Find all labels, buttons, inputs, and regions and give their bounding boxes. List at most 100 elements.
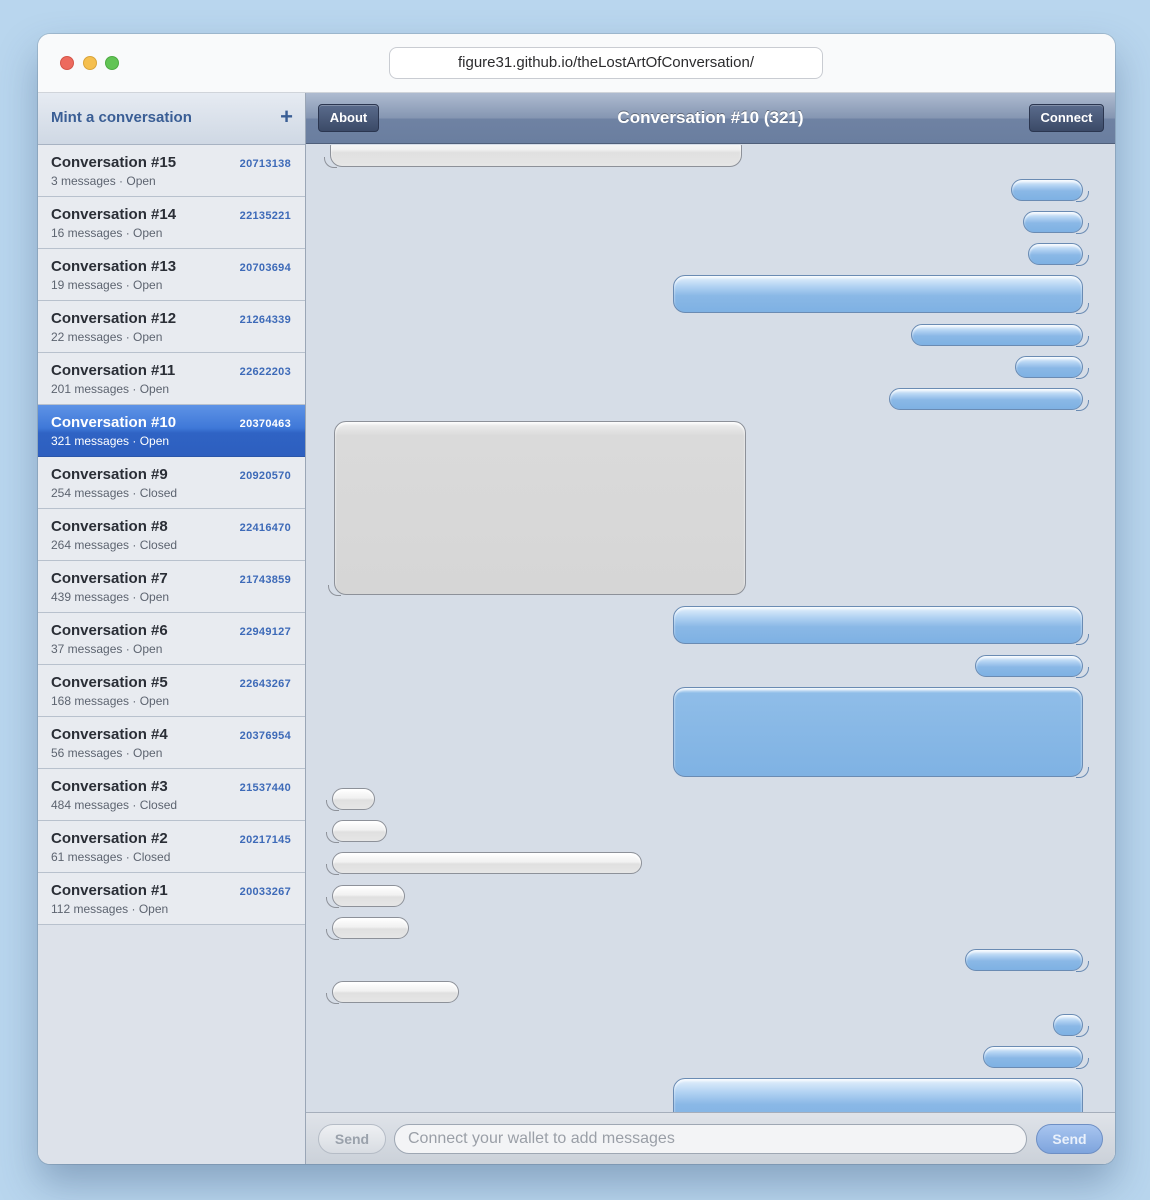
conversation-name: Conversation #8 — [51, 518, 168, 535]
conversation-meta: 56 messages · Open — [51, 746, 163, 760]
conversation-name: Conversation #11 — [51, 362, 176, 379]
mint-conversation-title[interactable]: Mint a conversation — [51, 109, 192, 126]
conversation-meta: 112 messages · Open — [51, 902, 169, 916]
message-input[interactable] — [394, 1124, 1027, 1154]
plus-icon[interactable]: + — [280, 104, 293, 129]
conversation-meta: 439 messages · Open — [51, 590, 170, 604]
conversation-meta: 201 messages · Open — [51, 382, 170, 396]
conversation-name: Conversation #13 — [51, 258, 177, 275]
conversation-list-item[interactable]: Conversation #7 439 messages · Open 217438… — [38, 561, 305, 613]
conversation-list: Conversation #15 3 messages · Open 2071313… — [38, 145, 305, 925]
conversation-token-id: 22949127 — [239, 626, 291, 638]
sent-message-bubble — [965, 949, 1089, 972]
sent-message-bubble — [673, 606, 1089, 645]
conversation-list-item[interactable]: Conversation #13 19 messages · Open 207036… — [38, 249, 305, 301]
about-button[interactable]: About — [318, 104, 379, 132]
conversation-name: Conversation #12 — [51, 310, 177, 327]
sidebar: Mint a conversation + Conversation #15 3 … — [38, 93, 306, 1164]
conversation-meta: 264 messages · Closed — [51, 538, 178, 552]
conversation-list-item[interactable]: Conversation #3 484 messages · Closed 2153… — [38, 769, 305, 821]
sidebar-header: Mint a conversation + — [38, 93, 305, 145]
conversation-title: Conversation #10 (321) — [617, 108, 804, 127]
sent-message-bubble — [983, 1046, 1089, 1069]
conversation-token-id: 22622203 — [239, 366, 291, 378]
conversation-list-item[interactable]: Conversation #2 61 messages · Closed 20217… — [38, 821, 305, 873]
chat-pane: About Conversation #10 (321) Connect Sen… — [306, 93, 1115, 1164]
received-message-bubble — [324, 145, 742, 168]
conversation-list-item[interactable]: Conversation #9 254 messages · Closed 2092… — [38, 457, 305, 509]
connect-button[interactable]: Connect — [1029, 104, 1104, 132]
conversation-name: Conversation #10 — [51, 414, 177, 431]
received-message-bubble — [328, 421, 746, 596]
conversation-name: Conversation #14 — [51, 206, 177, 223]
conversation-name: Conversation #9 — [51, 466, 168, 483]
message-thread[interactable] — [306, 145, 1115, 1145]
close-window-icon[interactable] — [60, 56, 74, 70]
sent-message-bubble — [1023, 211, 1089, 234]
received-message-bubble — [326, 981, 459, 1004]
conversation-token-id: 20217145 — [239, 834, 291, 846]
conversation-name: Conversation #5 — [51, 674, 168, 691]
maximize-window-icon[interactable] — [105, 56, 119, 70]
conversation-list-item[interactable]: Conversation #12 22 messages · Open 212643… — [38, 301, 305, 353]
received-message-bubble — [326, 885, 405, 908]
conversation-meta: 3 messages · Open — [51, 174, 156, 188]
conversation-token-id: 20713138 — [239, 158, 291, 170]
conversation-meta: 254 messages · Closed — [51, 486, 178, 500]
conversation-list-item[interactable]: Conversation #10 321 messages · Open 20370… — [38, 405, 305, 457]
sent-message-bubble — [975, 655, 1089, 678]
conversation-meta: 321 messages · Open — [51, 434, 170, 448]
conversation-list-item[interactable]: Conversation #4 56 messages · Open 2037695… — [38, 717, 305, 769]
received-message-bubble — [326, 852, 642, 875]
conversation-token-id: 22135221 — [239, 210, 291, 222]
conversation-list-item[interactable]: Conversation #11 201 messages · Open 22622… — [38, 353, 305, 405]
sent-message-bubble — [1053, 1014, 1089, 1037]
received-message-bubble — [326, 820, 387, 843]
conversation-meta: 484 messages · Closed — [51, 798, 178, 812]
conversation-list-item[interactable]: Conversation #14 16 messages · Open 221352… — [38, 197, 305, 249]
chat-header: About Conversation #10 (321) Connect — [306, 93, 1115, 144]
conversation-name: Conversation #4 — [51, 726, 168, 743]
conversation-token-id: 20920570 — [239, 470, 291, 482]
conversation-token-id: 20703694 — [239, 262, 291, 274]
conversation-name: Conversation #7 — [51, 570, 168, 587]
send-button-disabled[interactable]: Send — [318, 1124, 386, 1154]
conversation-list-item[interactable]: Conversation #15 3 messages · Open 2071313… — [38, 145, 305, 197]
conversation-name: Conversation #1 — [51, 882, 168, 899]
sent-message-bubble — [911, 324, 1089, 347]
conversation-meta: 168 messages · Open — [51, 694, 170, 708]
conversation-list-item[interactable]: Conversation #5 168 messages · Open 226432… — [38, 665, 305, 717]
sent-message-bubble — [1011, 179, 1089, 202]
conversation-token-id: 20376954 — [239, 730, 291, 742]
minimize-window-icon[interactable] — [83, 56, 97, 70]
conversation-meta: 19 messages · Open — [51, 278, 163, 292]
received-message-bubble — [326, 788, 375, 811]
sent-message-bubble — [1028, 243, 1089, 266]
sent-message-bubble — [673, 275, 1089, 314]
conversation-meta: 22 messages · Open — [51, 330, 163, 344]
conversation-name: Conversation #15 — [51, 154, 177, 171]
conversation-name: Conversation #3 — [51, 778, 168, 795]
conversation-token-id: 22643267 — [239, 678, 291, 690]
conversation-token-id: 21537440 — [239, 782, 291, 794]
conversation-meta: 37 messages · Open — [51, 642, 163, 656]
send-button[interactable]: Send — [1036, 1124, 1103, 1154]
sent-message-bubble — [889, 388, 1089, 411]
sent-message-bubble — [673, 687, 1089, 778]
conversation-token-id: 21264339 — [239, 314, 291, 326]
conversation-list-item[interactable]: Conversation #1 112 messages · Open 200332… — [38, 873, 305, 925]
conversation-meta: 61 messages · Closed — [51, 850, 171, 864]
conversation-name: Conversation #2 — [51, 830, 168, 847]
conversation-meta: 16 messages · Open — [51, 226, 163, 240]
conversation-token-id: 20370463 — [239, 418, 291, 430]
composer: Send Send — [306, 1112, 1115, 1164]
browser-titlebar: figure31.github.io/theLostArtOfConversat… — [38, 34, 1115, 93]
received-message-bubble — [326, 917, 409, 940]
sent-message-bubble — [1015, 356, 1089, 379]
browser-window: figure31.github.io/theLostArtOfConversat… — [38, 34, 1115, 1164]
address-bar[interactable]: figure31.github.io/theLostArtOfConversat… — [389, 47, 823, 79]
conversation-token-id: 20033267 — [239, 886, 291, 898]
conversation-token-id: 21743859 — [239, 574, 291, 586]
